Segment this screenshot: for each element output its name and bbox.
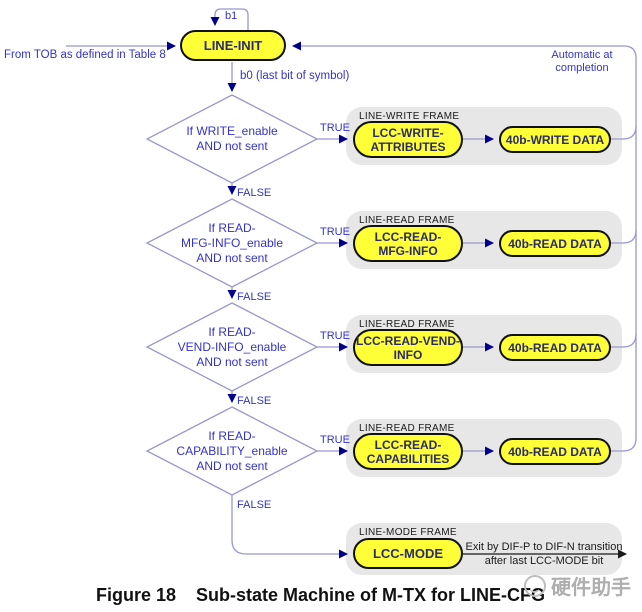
false-arrow-to-mode: [231, 495, 348, 559]
self-loop-b1-arrow: [210, 8, 249, 31]
exit-note: Exit by DIF-P to DIF-N transition after …: [465, 541, 623, 567]
state-40b-write-data: 40b-WRITE DATA: [499, 126, 611, 153]
figure-caption: Figure 18 Sub-state Machine of M-TX for L…: [96, 585, 545, 606]
decision-write-enable: [145, 94, 319, 184]
state-lcc-read-mfg-info: LCC-READ- MFG-INFO: [353, 225, 463, 262]
return-label: Automatic at completion: [551, 49, 613, 74]
b0-label: b0 (last bit of symbol): [240, 70, 350, 82]
false-label-2: FALSE: [237, 291, 272, 303]
decision-read-mfg-info: [145, 198, 319, 288]
true-label-3: TRUE: [320, 330, 350, 342]
true-label-2: TRUE: [320, 226, 350, 238]
frame-group-title: LINE-READ FRAME: [359, 215, 455, 226]
state-line-init: LINE-INIT: [180, 30, 286, 61]
state-lcc-write-attributes: LCC-WRITE- ATTRIBUTES: [353, 121, 463, 158]
state-lcc-read-vend-info: LCC-READ-VEND- INFO: [353, 329, 463, 366]
loop-label-b1: b1: [225, 10, 238, 22]
false-label-1: FALSE: [237, 187, 272, 199]
frame-group-title: LINE-READ FRAME: [359, 423, 455, 434]
figure-number: Figure 18: [96, 585, 177, 605]
return-arrow: [292, 41, 637, 452]
false-label-4: FALSE: [237, 499, 272, 511]
state-40b-read-data-3: 40b-READ DATA: [499, 438, 611, 465]
watermark-text: 硬件助手: [551, 577, 631, 599]
frame-group-title: LINE-MODE FRAME: [359, 527, 457, 538]
frame-group-title: LINE-WRITE FRAME: [359, 111, 460, 122]
condition-write-enable: If WRITE_enable AND not sent: [186, 124, 278, 153]
decision-read-vend-info: [145, 302, 319, 392]
return-branch-row1: [611, 125, 637, 140]
entry-label: From TOB as defined in Table 8: [4, 49, 166, 61]
return-branch-row2: [611, 229, 637, 244]
figure-title: Sub-state Machine of M-TX for LINE-CFG: [196, 585, 546, 605]
watermark-logo-icon: [524, 574, 546, 597]
state-lcc-read-capabilities: LCC-READ- CAPABILITIES: [353, 433, 463, 470]
frame-group-title: LINE-READ FRAME: [359, 319, 455, 330]
false-label-3: FALSE: [237, 395, 272, 407]
condition-read-capability: If READ- CAPABILITY_enable AND not sent: [176, 428, 288, 473]
condition-read-vend-info: If READ- VEND-INFO_enable AND not sent: [177, 324, 287, 369]
watermark: 硬件助手: [524, 571, 631, 600]
state-40b-read-data-2: 40b-READ DATA: [499, 334, 611, 361]
true-label-4: TRUE: [320, 434, 350, 446]
decision-read-capability: [145, 406, 319, 496]
state-40b-read-data-1: 40b-READ DATA: [499, 230, 611, 257]
true-label-1: TRUE: [320, 122, 350, 134]
condition-read-mfg-info: If READ- MFG-INFO_enable AND not sent: [180, 220, 284, 265]
return-branch-row3: [611, 333, 637, 348]
state-lcc-mode: LCC-MODE: [353, 538, 463, 569]
